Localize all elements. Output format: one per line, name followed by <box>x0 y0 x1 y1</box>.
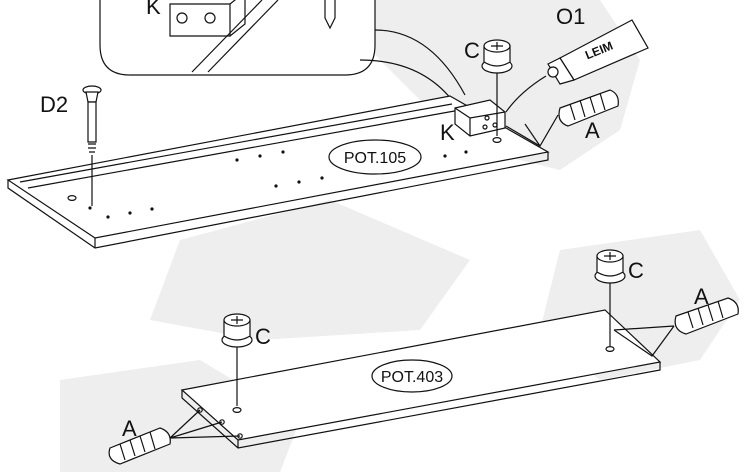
label-d2: D2 <box>40 92 68 117</box>
label-o1: O1 <box>556 4 585 29</box>
dowel-a-top: A <box>505 89 619 147</box>
glue-tube: LEIM O1 <box>505 4 649 113</box>
detail-inset: K <box>99 0 466 101</box>
dowel-a-bottom-right: A <box>613 284 739 357</box>
bolt-d2: D2 <box>40 85 102 206</box>
label-c-bottom-left: C <box>255 324 271 349</box>
label-a-bottom-right: A <box>694 284 709 309</box>
label-pot-105: POT.105 <box>344 150 406 167</box>
cam-c-top: C <box>464 38 513 144</box>
cam-c-bottom-left: C <box>221 313 271 406</box>
label-k-inset: K <box>146 0 161 19</box>
label-pot-403: POT.403 <box>381 369 443 386</box>
label-a-bottom-left: A <box>122 416 137 441</box>
label-k: K <box>440 120 455 145</box>
label-c-top: C <box>464 38 480 63</box>
label-a-top: A <box>585 118 600 143</box>
cam-c-bottom-right: C <box>594 249 644 346</box>
label-c-bottom-right: C <box>628 258 644 283</box>
dowel-a-bottom-left: A <box>108 409 241 465</box>
block-k: K <box>440 99 506 145</box>
